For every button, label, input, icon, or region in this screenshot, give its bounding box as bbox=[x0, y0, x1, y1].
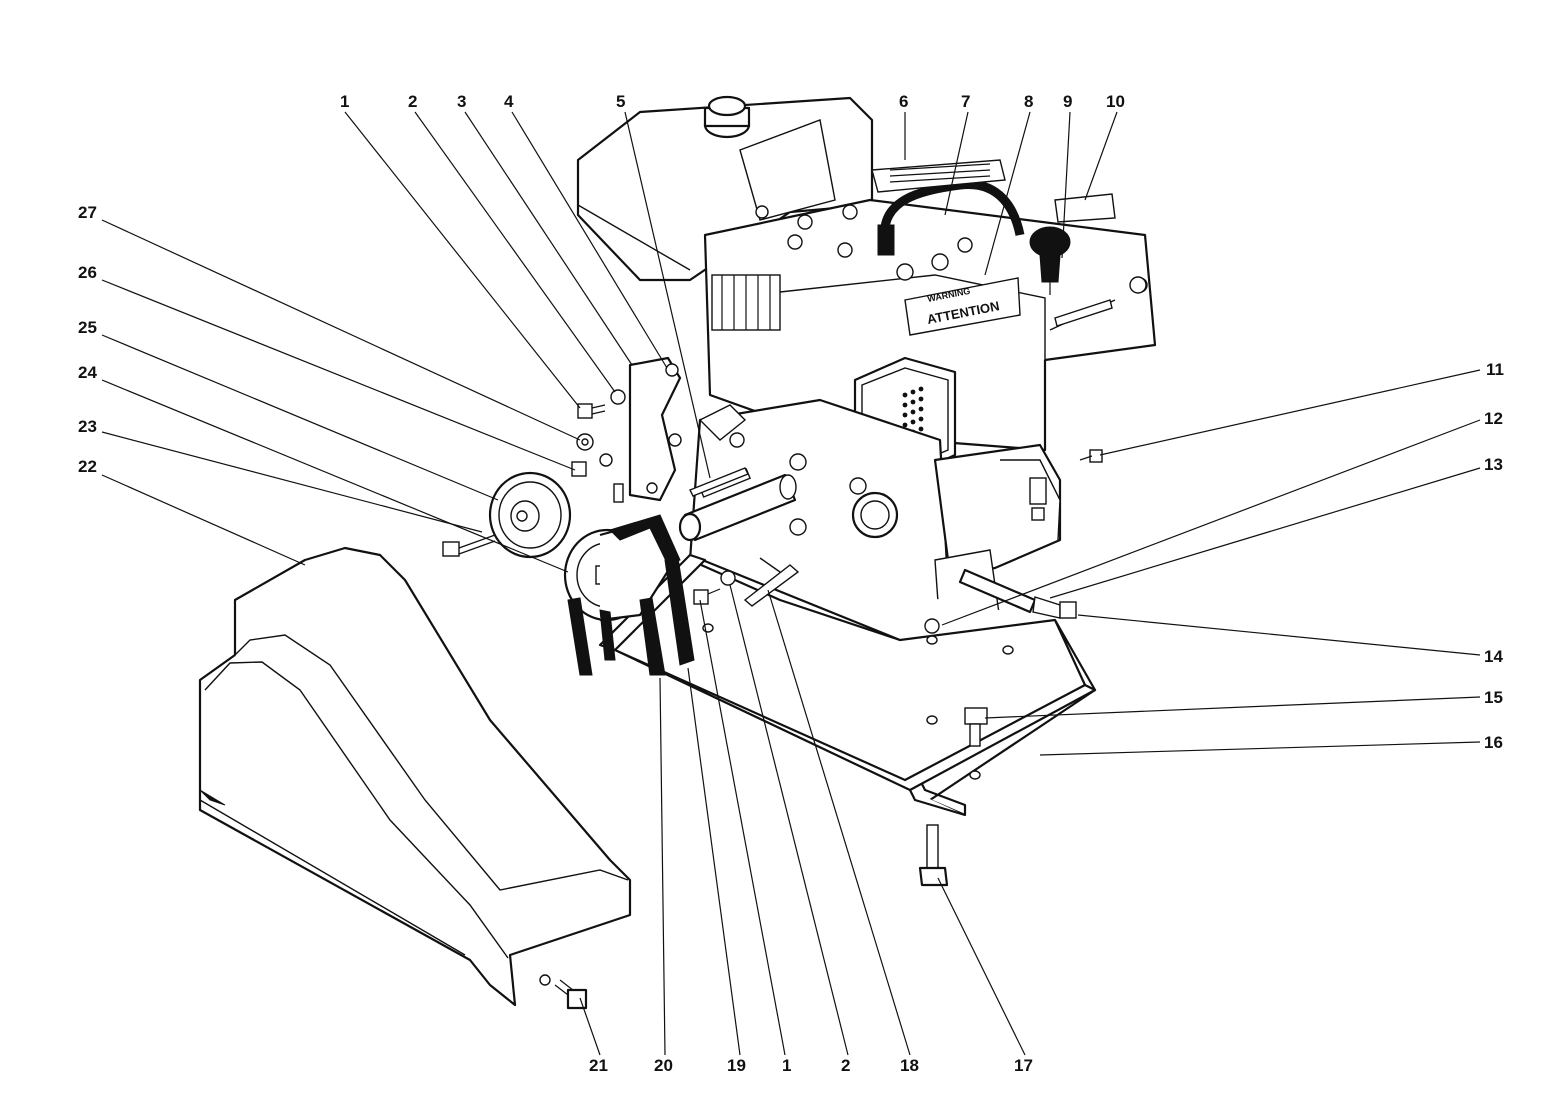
callout-9: 9 bbox=[1063, 92, 1072, 111]
lockwasher-2 bbox=[720, 570, 736, 586]
callout-3: 3 bbox=[457, 92, 466, 111]
belt-cover bbox=[198, 546, 632, 1007]
idler-pulley bbox=[488, 471, 572, 559]
callout-leaders bbox=[101, 111, 1481, 1056]
set-screw bbox=[613, 483, 624, 503]
callout-19: 19 bbox=[727, 1056, 746, 1075]
callout-27: 27 bbox=[78, 203, 97, 222]
shaft-key bbox=[689, 467, 749, 497]
cooling-fins bbox=[711, 274, 781, 331]
tank-bracket bbox=[739, 119, 836, 221]
callout-8: 8 bbox=[1024, 92, 1033, 111]
callout-22: 22 bbox=[78, 457, 97, 476]
bolt bbox=[577, 403, 606, 419]
spark-plug-wire bbox=[880, 180, 1025, 241]
warning-decal-top bbox=[871, 159, 1006, 193]
callout-14: 14 bbox=[1484, 647, 1503, 666]
callout-5: 5 bbox=[616, 92, 625, 111]
callout-2-bottom: 2 bbox=[841, 1056, 850, 1075]
callout-1: 1 bbox=[340, 92, 349, 111]
lockwasher bbox=[610, 389, 626, 405]
callout-15: 15 bbox=[1484, 688, 1503, 707]
callout-13: 13 bbox=[1484, 455, 1503, 474]
callout-17: 17 bbox=[1014, 1056, 1033, 1075]
callout-25: 25 bbox=[78, 318, 97, 337]
callout-6: 6 bbox=[899, 92, 908, 111]
callout-24: 24 bbox=[78, 363, 97, 382]
cover-bolt bbox=[554, 979, 588, 1010]
callout-1-bottom: 1 bbox=[782, 1056, 791, 1075]
callout-23: 23 bbox=[78, 417, 97, 436]
engine-assembly: WARNING ATTENTION bbox=[576, 95, 1157, 642]
right-hardware bbox=[918, 449, 1103, 887]
drive-belt bbox=[567, 514, 695, 676]
callout-18: 18 bbox=[900, 1056, 919, 1075]
callout-labels: 1 2 3 4 5 6 7 8 9 10 11 12 13 14 15 16 1… bbox=[78, 92, 1504, 1075]
callout-11: 11 bbox=[1486, 360, 1504, 379]
callout-7: 7 bbox=[961, 92, 970, 111]
callout-20: 20 bbox=[654, 1056, 673, 1075]
pulley-bolt bbox=[442, 534, 496, 557]
adjusting-rod bbox=[743, 564, 800, 607]
blank-decal bbox=[1054, 193, 1116, 223]
callout-21: 21 bbox=[589, 1056, 608, 1075]
callout-26: 26 bbox=[78, 263, 97, 282]
callout-16: 16 bbox=[1484, 733, 1503, 752]
engine-pulley bbox=[563, 518, 677, 622]
control-knob bbox=[1029, 226, 1071, 295]
bolt-19 bbox=[693, 589, 709, 605]
idler-bracket bbox=[628, 356, 682, 502]
callout-2: 2 bbox=[408, 92, 417, 111]
callout-10: 10 bbox=[1106, 92, 1125, 111]
hardware-group bbox=[442, 356, 1103, 1010]
callout-12: 12 bbox=[1484, 409, 1503, 428]
callout-4: 4 bbox=[504, 92, 514, 111]
